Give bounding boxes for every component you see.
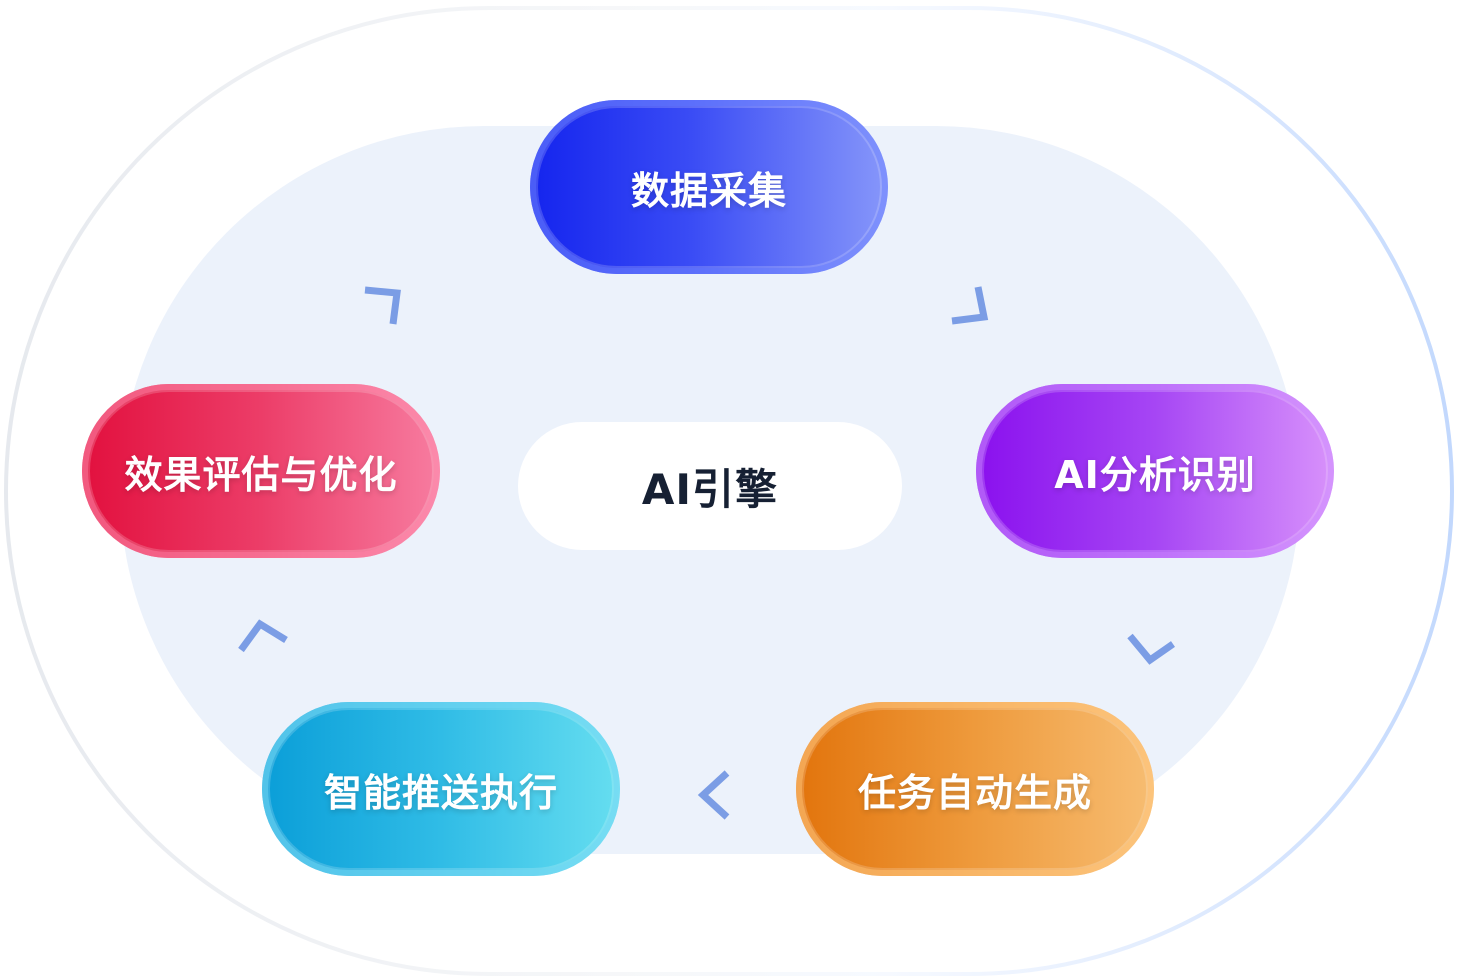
outer-ring (4, 6, 1454, 976)
node-evaluation-label: 效果评估与优化 (124, 452, 398, 497)
chevron-icon (238, 619, 288, 653)
center-ai-engine-label: AI引擎 (641, 464, 779, 514)
node-evaluation: 效果评估与优化 (82, 384, 440, 558)
node-task-generation: 任务自动生成 (796, 702, 1154, 876)
node-smart-push: 智能推送执行 (262, 702, 620, 876)
node-task-generation-label: 任务自动生成 (857, 770, 1092, 815)
chevron-icon (364, 286, 401, 325)
node-ai-analysis: AI分析识别 (976, 384, 1334, 558)
node-smart-push-label: 智能推送执行 (323, 770, 558, 815)
node-ai-analysis-label: AI分析识别 (1054, 452, 1256, 497)
center-ai-engine: AI引擎 (518, 422, 902, 550)
node-data-collection: 数据采集 (530, 100, 888, 274)
chevron-icon (1127, 633, 1175, 665)
chevron-icon (697, 770, 730, 820)
chevron-icon (951, 286, 989, 325)
node-data-collection-label: 数据采集 (630, 168, 787, 213)
